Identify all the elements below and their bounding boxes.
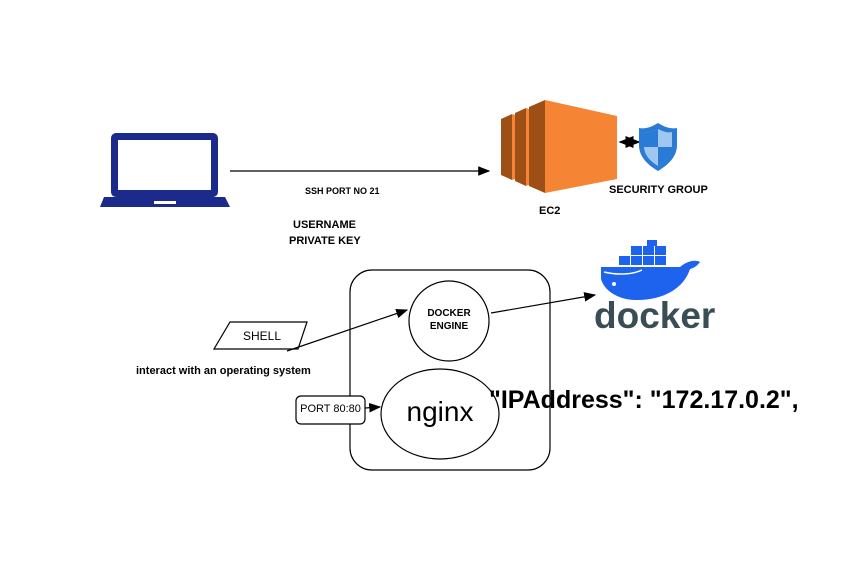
- docker-engine-label-line2: ENGINE: [429, 321, 469, 332]
- shell-label: SHELL: [242, 329, 282, 343]
- private-key-label: PRIVATE KEY: [289, 235, 361, 247]
- port-to-nginx-arrow: [364, 402, 382, 413]
- port-box: [295, 395, 366, 425]
- interact-label: interact with an operating system: [136, 365, 311, 377]
- nginx-node: [380, 368, 500, 460]
- shield-icon: [639, 123, 677, 171]
- docker-engine-node: [408, 280, 490, 362]
- shell-shape: [212, 321, 308, 350]
- engine-to-docker-arrow: [490, 292, 597, 314]
- security-group-label: SECURITY GROUP: [609, 184, 708, 196]
- ip-address-label: "IPAddress": "172.17.0.2",: [489, 386, 799, 414]
- docker-logo-text: docker: [594, 295, 716, 336]
- shell-to-engine-arrow: [286, 308, 409, 352]
- docker-whale-icon: [601, 240, 700, 300]
- port-label: PORT 80:80: [300, 403, 361, 415]
- docker-engine-label-line1: DOCKER: [427, 308, 471, 319]
- container-box: [349, 269, 551, 471]
- username-label: USERNAME: [293, 219, 356, 231]
- ec2-label: EC2: [539, 205, 561, 217]
- nginx-label: nginx: [406, 396, 474, 427]
- ec2-icon: [501, 100, 617, 193]
- laptop-icon: [100, 133, 230, 207]
- ssh-port-label: SSH PORT NO 21: [305, 186, 380, 196]
